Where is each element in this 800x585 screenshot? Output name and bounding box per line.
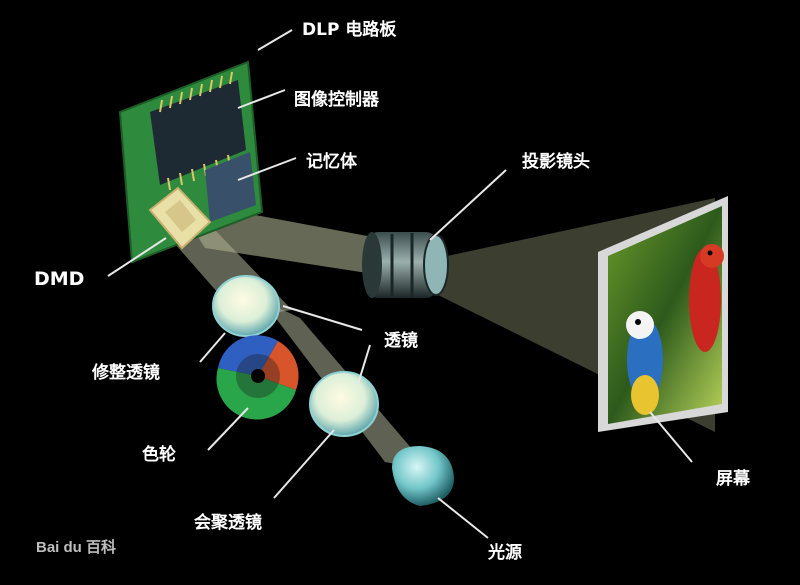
dmd-chip <box>148 186 212 250</box>
label-memory: 记忆体 <box>306 152 357 172</box>
label-projection-lens: 投影镜头 <box>522 152 590 172</box>
color-wheel <box>216 335 299 420</box>
leader-lines <box>107 29 693 539</box>
label-shaping-lens: 修整透镜 <box>92 363 160 383</box>
chip-pins <box>159 71 233 191</box>
label-dmd: DMD <box>34 268 85 290</box>
label-screen: 屏幕 <box>716 469 750 489</box>
label-condenser-lens: 会聚透镜 <box>194 513 262 533</box>
label-light-source: 光源 <box>488 543 522 563</box>
label-dlp-circuit-board: DLP 电路板 <box>302 20 397 40</box>
condenser-lens <box>309 371 379 437</box>
label-image-controller: 图像控制器 <box>294 90 379 110</box>
parrot-image <box>626 244 724 415</box>
label-lens: 透镜 <box>384 331 418 351</box>
shaping-lens <box>212 275 280 337</box>
light-source-bulb <box>392 446 454 506</box>
baidu-baike-watermark: Bai du 百科 <box>36 539 117 556</box>
projection-screen <box>598 196 728 432</box>
label-color-wheel: 色轮 <box>142 445 176 465</box>
projection-lens <box>362 232 449 298</box>
